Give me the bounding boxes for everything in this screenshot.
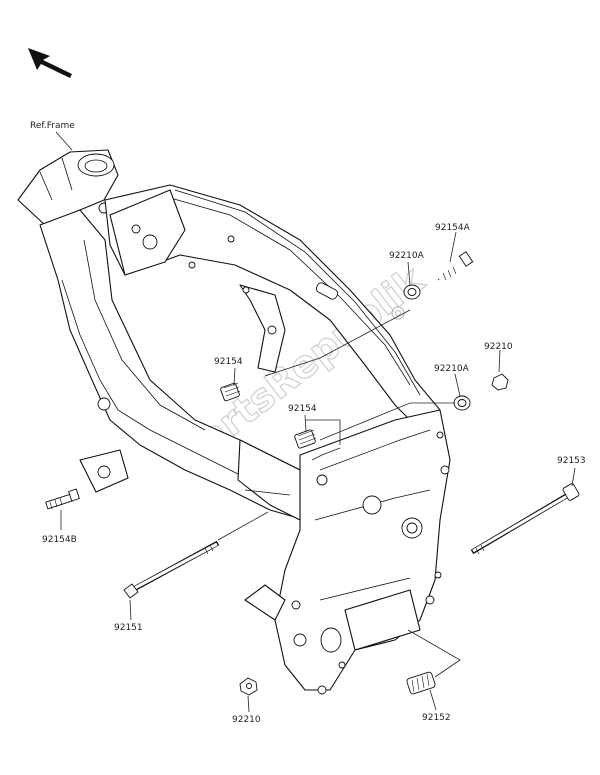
bolt-92154B: [45, 488, 80, 510]
callout-92210-bottom: 92210: [232, 715, 261, 725]
leader-lines: [55, 131, 576, 713]
nut-92210A-top: [403, 284, 421, 300]
callout-92153: 92153: [557, 456, 586, 466]
callout-92154-mid: 92154: [288, 404, 317, 414]
nut-92210A-mid: [453, 395, 471, 411]
callout-92210A-mid: 92210A: [434, 364, 470, 374]
bolt-92154-left: [220, 382, 241, 402]
callout-92154-left: 92154: [214, 357, 243, 367]
callout-92154B: 92154B: [42, 535, 77, 545]
callout-92210-right: 92210: [484, 342, 513, 352]
bolt-92154-mid: [294, 429, 317, 449]
motorcycle-frame: [17, 149, 451, 695]
callout-92151: 92151: [114, 623, 143, 633]
long-bolt-92151: [123, 540, 220, 599]
bolt-92152: [406, 671, 436, 695]
callout-92154A: 92154A: [435, 223, 471, 233]
ref-frame-label: Ref.Frame: [30, 121, 75, 131]
front-direction-arrow-icon: [28, 48, 72, 78]
nut-92210-right: [491, 373, 509, 391]
bolt-92154A: [437, 251, 474, 281]
callout-labels: Ref.Frame 92154A 92210A 92210 92154 9221…: [30, 121, 586, 725]
nut-92210-bottom: [239, 677, 258, 696]
callout-92152: 92152: [422, 713, 451, 723]
long-bolt-92153: [470, 483, 580, 555]
callout-92210A-top: 92210A: [389, 251, 425, 261]
